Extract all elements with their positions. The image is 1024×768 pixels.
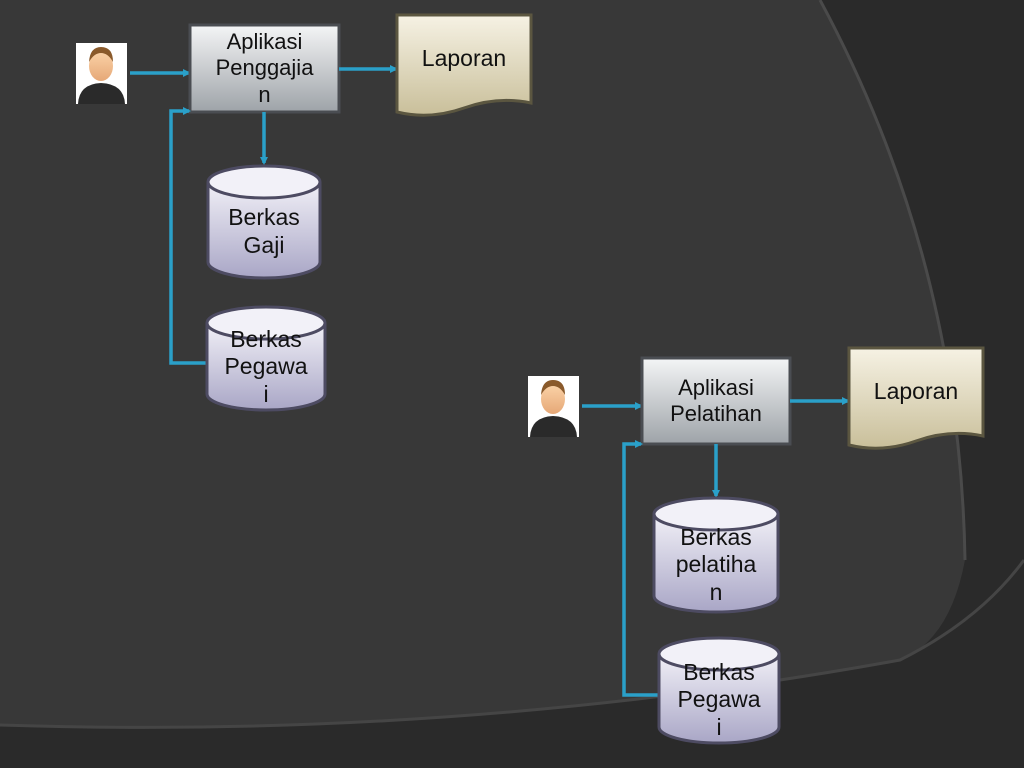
process-box-penggajian (188, 23, 341, 114)
document-laporan-bottom (847, 346, 985, 450)
database-berkas-pegawai-bottom (657, 636, 781, 745)
user-icon-top (76, 43, 127, 104)
database-berkas-gaji (206, 164, 322, 280)
database-berkas-pegawai-top (205, 305, 327, 412)
database-berkas-pelatihan (652, 496, 780, 614)
connector-berkas-pegawai-to-process-bottom (622, 440, 658, 697)
document-laporan-top (395, 13, 533, 117)
background-arc (818, 0, 967, 561)
user-icon-bottom (528, 376, 579, 437)
process-box-pelatihan (640, 356, 792, 446)
connector-berkas-pegawai-to-process-top (169, 107, 206, 365)
